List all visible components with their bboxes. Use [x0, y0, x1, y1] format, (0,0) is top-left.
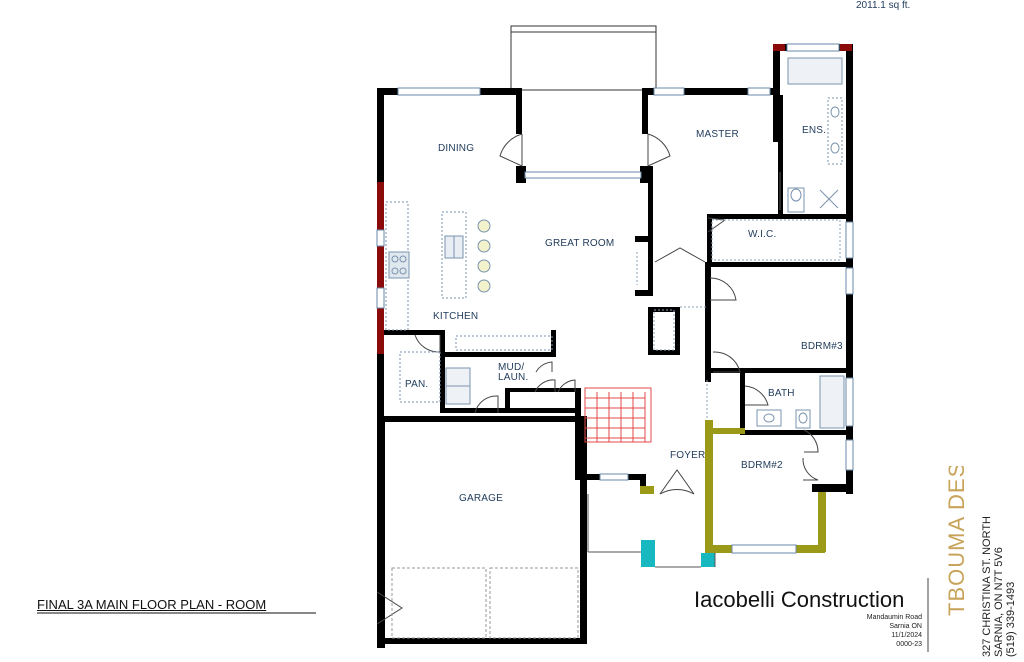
rear-deck [510, 25, 657, 91]
room-label-ens: ENS. [802, 125, 826, 136]
room-label-laun: LAUN. [498, 372, 528, 383]
designer-name: TBOUMA DESIGN [944, 466, 969, 616]
room-label-bdrm3: BDRM#3 [801, 341, 843, 352]
designer-logo: TBOUMA DESIGN [944, 466, 969, 616]
room-label-foyer: FOYER [670, 450, 705, 461]
porch-posts [641, 540, 715, 567]
room-label-great-room: GREAT ROOM [545, 238, 614, 249]
front-walk [587, 494, 716, 568]
room-label-pantry: PAN. [405, 379, 428, 390]
designer-address-2: SARNIA, ON N7T 5V6 [993, 547, 1005, 657]
square-footage: 2011.1 sq ft. [856, 0, 911, 11]
designer-address: 327 CHRISTINA ST. NORTH SARNIA, ON N7T 5… [981, 516, 1017, 657]
plan-date: 11/1/2024 [891, 632, 922, 639]
room-label-dining: DINING [438, 143, 474, 154]
room-label-bath: BATH [768, 388, 795, 399]
kitchen-fixtures [385, 201, 553, 405]
designer-address-1: 327 CHRISTINA ST. NORTH [981, 516, 993, 657]
room-label-mud: MUD/ [498, 362, 524, 373]
site-road: Mandaumin Road [866, 614, 922, 621]
exterior-walls [377, 44, 853, 648]
doors [376, 133, 819, 625]
site-city: Sarnia ON [889, 623, 922, 630]
stairs [584, 387, 652, 443]
room-label-master: MASTER [696, 129, 739, 140]
garage-doors [391, 567, 579, 639]
room-label-bdrm2: BDRM#2 [741, 460, 783, 471]
job-number: 0000-23 [896, 641, 922, 648]
closets [636, 219, 841, 420]
designer-phone: (519) 339-1493 [1005, 582, 1017, 657]
room-label-wic: W.I.C. [748, 229, 776, 240]
windows [376, 43, 854, 554]
builder-name: Iacobelli Construction [694, 587, 905, 612]
room-label-kitchen: KITCHEN [433, 311, 478, 322]
entry-walls [640, 420, 826, 553]
accent-walls [377, 44, 852, 354]
plan-title: FINAL 3A MAIN FLOOR PLAN - ROOM [37, 597, 267, 612]
room-label-garage: GARAGE [459, 493, 503, 504]
bath-fixtures [756, 57, 845, 429]
